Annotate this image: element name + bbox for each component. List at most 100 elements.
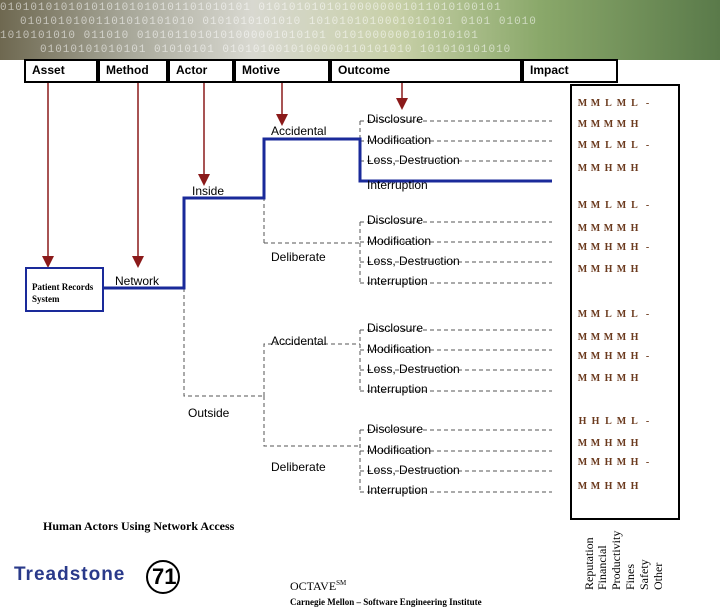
logo-number: 71 xyxy=(152,564,177,589)
impact-cell: - xyxy=(645,309,650,320)
header-actor: Actor xyxy=(168,59,234,83)
binary-text-2: 01010101001101010101010 0101010101010 10… xyxy=(20,16,537,28)
impact-cell: H xyxy=(604,373,613,384)
impact-cell: H xyxy=(604,438,613,449)
header-impact: Impact xyxy=(522,59,618,83)
binary-text-4: 01010101010101 01010101 0101010010100000… xyxy=(40,44,512,56)
impact-cell: M xyxy=(590,309,601,320)
asset-label: Patient Records System xyxy=(32,282,94,304)
outcome-modification: Modification xyxy=(367,234,432,248)
impact-cell: M xyxy=(590,457,601,468)
impact-cell: M xyxy=(603,223,614,234)
impact-cell: H xyxy=(630,223,639,234)
impact-cell: M xyxy=(616,481,627,492)
impact-cell: L xyxy=(605,309,612,320)
impact-cell: L xyxy=(631,140,638,151)
impact-cell: M xyxy=(590,223,601,234)
asset-box: Patient Records System xyxy=(25,267,104,312)
impact-cell: H xyxy=(630,481,639,492)
actor-inside: Inside xyxy=(192,184,225,198)
impact-cell: - xyxy=(645,351,650,362)
impact-cell: M xyxy=(616,223,627,234)
impact-cell: M xyxy=(616,264,627,275)
impact-cell: H xyxy=(630,119,639,130)
logo-circle xyxy=(146,560,180,594)
impact-cell: L xyxy=(631,416,638,427)
impact-cell: L xyxy=(605,200,612,211)
header-method: Method xyxy=(98,59,168,83)
outcome-loss-destruction: Loss, Destruction xyxy=(367,362,460,376)
actor-outside: Outside xyxy=(188,406,230,420)
impact-cell: L xyxy=(631,309,638,320)
impact-cell: M xyxy=(577,332,588,343)
impact-cell: M xyxy=(577,98,588,109)
motive-accidental-2: Accidental xyxy=(271,334,327,348)
motive-accidental-1: Accidental xyxy=(271,124,327,138)
header-asset: Asset xyxy=(24,59,98,83)
impact-cell: M xyxy=(603,332,614,343)
outcome-modification: Modification xyxy=(367,443,432,457)
footer-title: OCTAVESM xyxy=(290,579,346,594)
impact-cell: H xyxy=(578,416,587,427)
impact-cell: H xyxy=(630,242,639,253)
impact-cell: - xyxy=(645,98,650,109)
outcome-disclosure: Disclosure xyxy=(367,213,424,227)
header-banner: 010101010101010101010101101010101 010101… xyxy=(0,0,720,60)
impact-cell: H xyxy=(630,457,639,468)
impact-cell: M xyxy=(577,140,588,151)
impact-cell: M xyxy=(616,163,627,174)
impact-cell: M xyxy=(590,163,601,174)
method-label: Network xyxy=(115,274,160,288)
impact-cell: M xyxy=(616,438,627,449)
outcome-loss-destruction: Loss, Destruction xyxy=(367,254,460,268)
motive-deliberate-1: Deliberate xyxy=(271,250,326,264)
impact-cell: M xyxy=(616,351,627,362)
treadstone-logo: Treadstone 71 xyxy=(14,556,184,606)
impact-category-financial: Financial xyxy=(595,545,609,590)
binary-text-1: 010101010101010101010101101010101 010101… xyxy=(0,2,502,14)
impact-cell: M xyxy=(590,438,601,449)
impact-cell: - xyxy=(645,140,650,151)
impact-cell: M xyxy=(577,223,588,234)
impact-cell: - xyxy=(645,242,650,253)
impact-cell: H xyxy=(630,332,639,343)
impact-cell: M xyxy=(616,373,627,384)
header-motive: Motive xyxy=(234,59,330,83)
impact-cell: M xyxy=(616,332,627,343)
impact-cell: H xyxy=(630,438,639,449)
header-outcome: Outcome xyxy=(330,59,522,83)
impact-cell: M xyxy=(577,457,588,468)
impact-category-fines: Fines xyxy=(623,563,637,590)
impact-cell: M xyxy=(590,332,601,343)
binary-text-3: 1010101010 011010 0101011010101000001010… xyxy=(0,30,479,42)
impact-cell: H xyxy=(630,264,639,275)
footer-subtitle: Carnegie Mellon – Software Engineering I… xyxy=(290,597,482,607)
impact-cell: H xyxy=(630,351,639,362)
impact-cell: H xyxy=(604,264,613,275)
impact-category-safety: Safety xyxy=(637,559,651,590)
impact-cell: - xyxy=(645,200,650,211)
impact-cell: M xyxy=(577,309,588,320)
impact-cell: M xyxy=(616,200,627,211)
impact-cell: M xyxy=(590,200,601,211)
impact-cell: M xyxy=(590,119,601,130)
impact-cell: M xyxy=(590,481,601,492)
impact-category-productivity: Productivity xyxy=(609,530,623,590)
logo-text: Treadstone xyxy=(14,564,126,585)
impact-cell: H xyxy=(591,416,600,427)
impact-cell: M xyxy=(590,140,601,151)
motive-deliberate-2: Deliberate xyxy=(271,460,326,474)
impact-column xyxy=(570,84,680,520)
outcome-loss-destruction: Loss, Destruction xyxy=(367,153,460,167)
dashed-branches xyxy=(183,120,552,493)
outcome-modification: Modification xyxy=(367,342,432,356)
